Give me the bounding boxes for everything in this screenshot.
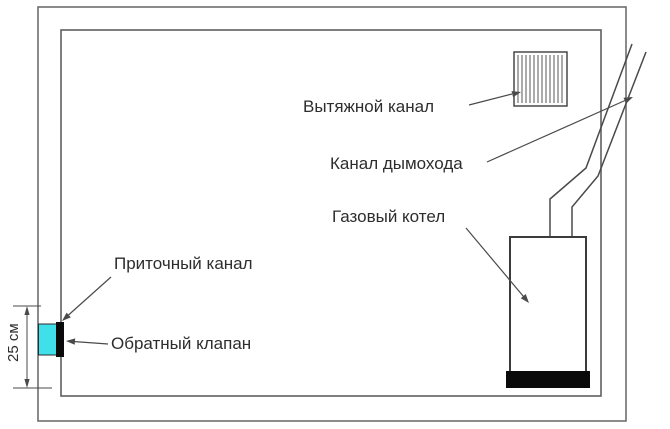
grille-slats	[517, 55, 563, 103]
outer-wall	[37, 6, 627, 422]
boiler-body	[509, 236, 587, 374]
label-check-valve: Обратный клапан	[111, 334, 251, 353]
label-exhaust-duct: Вытяжной канал	[303, 97, 434, 116]
dimension-25cm: 25 см	[5, 305, 52, 389]
boiler-arrowhead	[520, 294, 529, 303]
supply-arrowhead	[62, 312, 71, 321]
dimension-arrow-down	[24, 379, 30, 388]
valve-leader-line	[74, 341, 109, 345]
boiler-leader-line	[465, 227, 524, 297]
dimension-label: 25 см	[5, 323, 22, 362]
gas-boiler	[506, 236, 590, 388]
dimension-arrow-up	[24, 306, 30, 315]
chimney-arrowhead	[623, 97, 633, 104]
exhaust-leader-line	[468, 93, 513, 106]
check-valve-flap	[56, 322, 64, 357]
label-supply-duct: Приточный канал	[114, 254, 253, 273]
valve-arrowhead	[66, 338, 76, 345]
label-chimney-duct: Канал дымохода	[330, 154, 463, 173]
chimney-pipe-right-edge	[571, 51, 647, 237]
exhaust-arrowhead	[511, 91, 521, 98]
exhaust-grille	[513, 51, 568, 107]
supply-leader-line	[68, 276, 112, 316]
chimney-pipe	[549, 43, 647, 237]
boiler-base	[506, 371, 590, 388]
callouts: Вытяжной канал Канал дымохода Газовый ко…	[62, 91, 633, 353]
chimney-pipe-left-edge	[549, 43, 633, 237]
label-gas-boiler: Газовый котел	[332, 207, 445, 226]
supply-duct-opening	[38, 323, 58, 356]
inner-wall	[60, 29, 602, 397]
supply-duct-assembly	[38, 322, 64, 357]
chimney-leader-line	[486, 99, 626, 163]
